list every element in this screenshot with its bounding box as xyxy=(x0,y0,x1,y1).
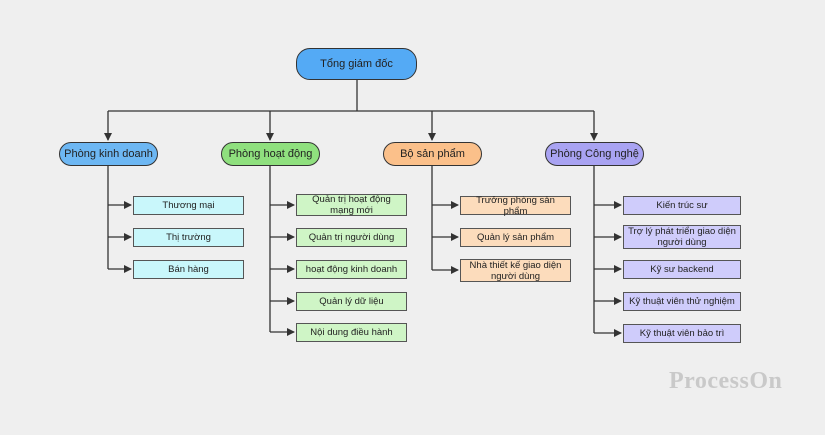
dept-node-technology[interactable]: Phòng Công nghệ xyxy=(545,142,644,166)
child-node-operations-2[interactable]: Quản trị người dùng xyxy=(296,228,407,247)
child-node-product-2[interactable]: Quản lý sản phẩm xyxy=(460,228,571,247)
child-node-operations-3[interactable]: hoạt động kinh doanh xyxy=(296,260,407,279)
child-node-operations-4[interactable]: Quản lý dữ liệu xyxy=(296,292,407,311)
child-node-sales-3[interactable]: Bán hàng xyxy=(133,260,244,279)
child-node-product-1[interactable]: Trưởng phòng sản phẩm xyxy=(460,195,571,217)
dept-node-product[interactable]: Bộ sản phẩm xyxy=(383,142,482,166)
root-node-ceo[interactable]: Tổng giám đốc xyxy=(296,48,417,80)
child-node-sales-2[interactable]: Thị trường xyxy=(133,228,244,247)
child-node-operations-5[interactable]: Nội dung điều hành xyxy=(296,323,407,342)
dept-node-sales[interactable]: Phòng kinh doanh xyxy=(59,142,158,166)
child-node-product-3[interactable]: Nhà thiết kế giao diện người dùng xyxy=(460,259,571,282)
child-node-sales-1[interactable]: Thương mại xyxy=(133,196,244,215)
child-node-technology-5[interactable]: Kỹ thuật viên bảo trì xyxy=(623,324,741,343)
child-node-operations-1[interactable]: Quản trị hoạt động mạng mới xyxy=(296,194,407,216)
child-node-technology-2[interactable]: Trợ lý phát triển giao diện người dùng xyxy=(623,225,741,249)
child-node-technology-3[interactable]: Kỹ sư backend xyxy=(623,260,741,279)
dept-node-operations[interactable]: Phòng hoạt động xyxy=(221,142,320,166)
processon-watermark: ProcessOn xyxy=(669,368,783,394)
child-node-technology-1[interactable]: Kiến trúc sư xyxy=(623,196,741,215)
child-node-technology-4[interactable]: Kỹ thuật viên thử nghiệm xyxy=(623,292,741,311)
